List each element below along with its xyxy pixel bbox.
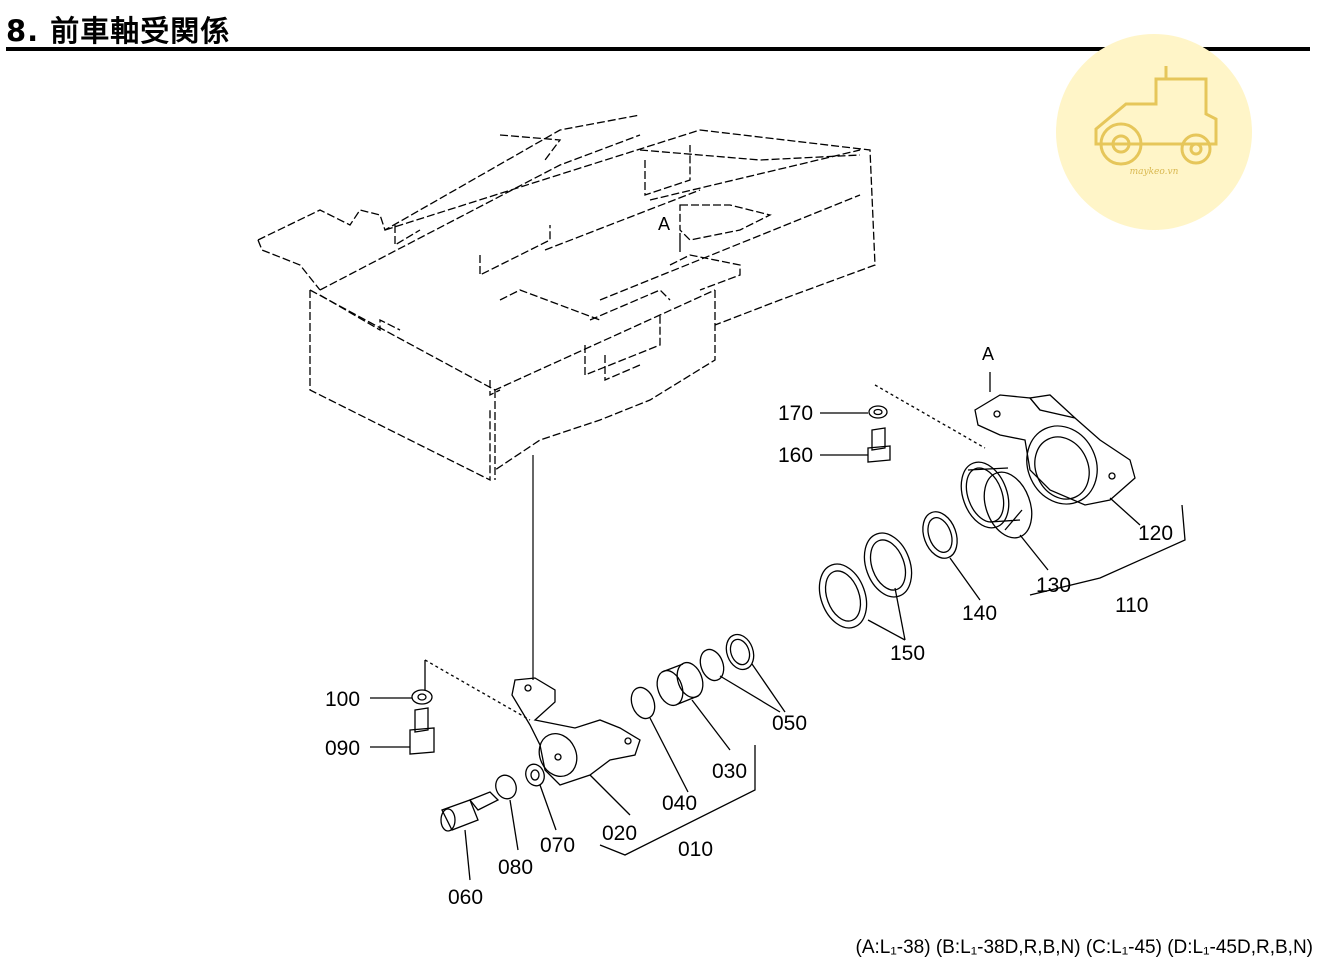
washer-080: [495, 774, 517, 800]
part-label-040: 040: [662, 792, 697, 815]
part-label-080: 080: [498, 856, 533, 879]
bushing-130: [960, 461, 1033, 539]
watermark-logo: maykeo.vn: [1056, 34, 1252, 230]
bracket-020: [511, 677, 641, 786]
watermark-text: maykeo.vn: [1130, 167, 1179, 177]
bearing-housing-120: [974, 394, 1136, 506]
part-label-020: 020: [602, 822, 637, 845]
rings-050: [699, 633, 755, 682]
bolt-090: [409, 707, 435, 755]
washer-070: [525, 763, 545, 787]
part-label-130: 130: [1036, 574, 1071, 597]
part-label-090: 090: [325, 737, 360, 760]
part-label-100: 100: [325, 688, 360, 711]
bolt-160: [867, 427, 891, 463]
part-label-150: 150: [890, 642, 925, 665]
model-applicability-note: (A:L₁-38) (B:L₁-38D,R,B,N) (C:L₁-45) (D:…: [855, 937, 1313, 958]
part-label-050: 050: [772, 712, 807, 735]
part-label-070: 070: [540, 834, 575, 857]
title-underline: [6, 47, 1310, 51]
washer-170: [868, 405, 888, 419]
part-label-110: 110: [1115, 594, 1148, 617]
part-label-170: 170: [778, 402, 813, 425]
ref-mark-a-housing: A: [982, 344, 994, 364]
bushing-030: [656, 661, 704, 707]
part-label-160: 160: [778, 444, 813, 467]
chassis-frame: [257, 114, 876, 482]
ref-mark-a-frame: A: [658, 214, 670, 234]
ring-040: [630, 686, 656, 720]
bolt-060: [440, 791, 500, 832]
washer-100: [411, 689, 433, 705]
ring-140: [922, 511, 958, 559]
seals-150: [818, 532, 913, 629]
part-label-010: 010: [678, 838, 713, 861]
part-label-120: 120: [1138, 522, 1173, 545]
part-label-030: 030: [712, 760, 747, 783]
page-title: 8. 前車軸受関係: [6, 14, 231, 48]
part-label-140: 140: [962, 602, 997, 625]
tractor-icon: maykeo.vn: [1094, 66, 1218, 177]
part-label-060: 060: [448, 886, 483, 909]
